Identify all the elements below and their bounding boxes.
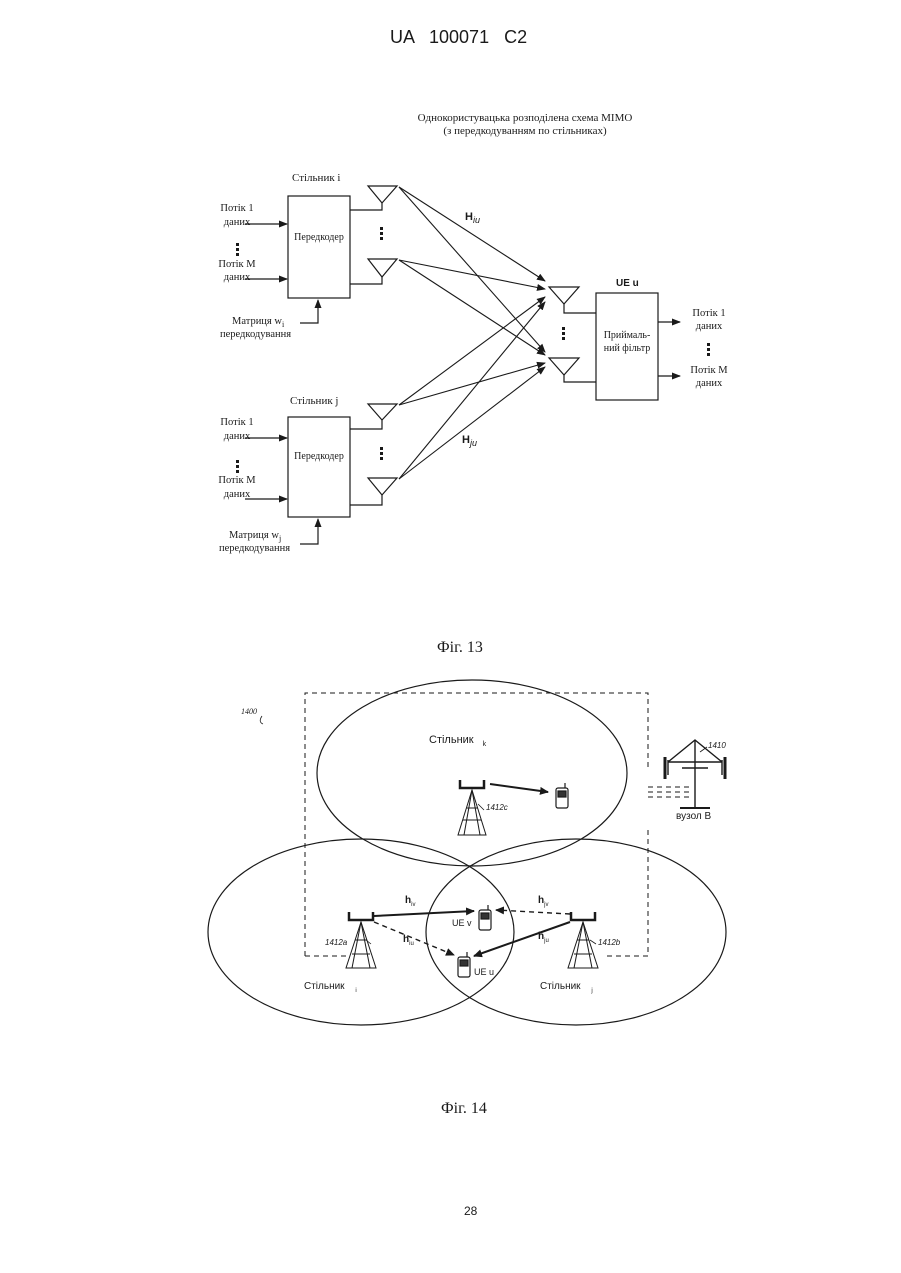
cell-j-sub: j xyxy=(591,988,592,994)
h-ju-sub-fig14: ju xyxy=(544,938,549,944)
cell-j-label-fig14: Стільник j xyxy=(540,982,593,994)
cell-i-sub: i xyxy=(355,988,356,994)
ref-1412b: 1412b xyxy=(598,939,620,947)
h-iv-sub: iv xyxy=(411,902,415,908)
cell-k-sub: k xyxy=(483,741,487,748)
tower-1412a-icon xyxy=(346,912,376,968)
cell-k-text: Стільник xyxy=(429,734,474,746)
h-iu-label-fig14: hiu xyxy=(403,935,414,947)
cell-i-label-fig14: Стільник i xyxy=(304,982,357,994)
node-b-label: вузол В xyxy=(676,812,711,822)
h-iu-sub-fig14: iu xyxy=(409,941,414,947)
cell-i-text: Стільник xyxy=(304,981,345,992)
cell-j-text: Стільник xyxy=(540,981,581,992)
phone-ue-u-icon xyxy=(458,952,470,977)
tower-1412b-icon xyxy=(568,912,598,968)
cell-k-label: Стільник k xyxy=(429,735,486,748)
ref-1412c: 1412c xyxy=(486,804,508,812)
phone-cell-k-icon xyxy=(556,783,568,808)
ref-1410: 1410 xyxy=(708,742,726,750)
h-ju-label-fig14: hju xyxy=(538,932,549,944)
phone-ue-v-icon xyxy=(479,905,491,930)
fig14-caption: Фіг. 14 xyxy=(441,1101,487,1117)
h-jv-sub: jv xyxy=(544,902,548,908)
cell-k-ellipse xyxy=(317,680,627,866)
ref-1400: 1400 xyxy=(241,708,257,716)
ue-v-label: UE v xyxy=(452,919,472,928)
h-iv-label: hiv xyxy=(405,896,415,908)
ue-u-label: UE u xyxy=(474,968,494,977)
node-b-icon xyxy=(665,740,725,808)
page-number: 28 xyxy=(464,1205,477,1217)
h-jv-label: hjv xyxy=(538,896,548,908)
ref-1412a: 1412a xyxy=(325,939,347,947)
